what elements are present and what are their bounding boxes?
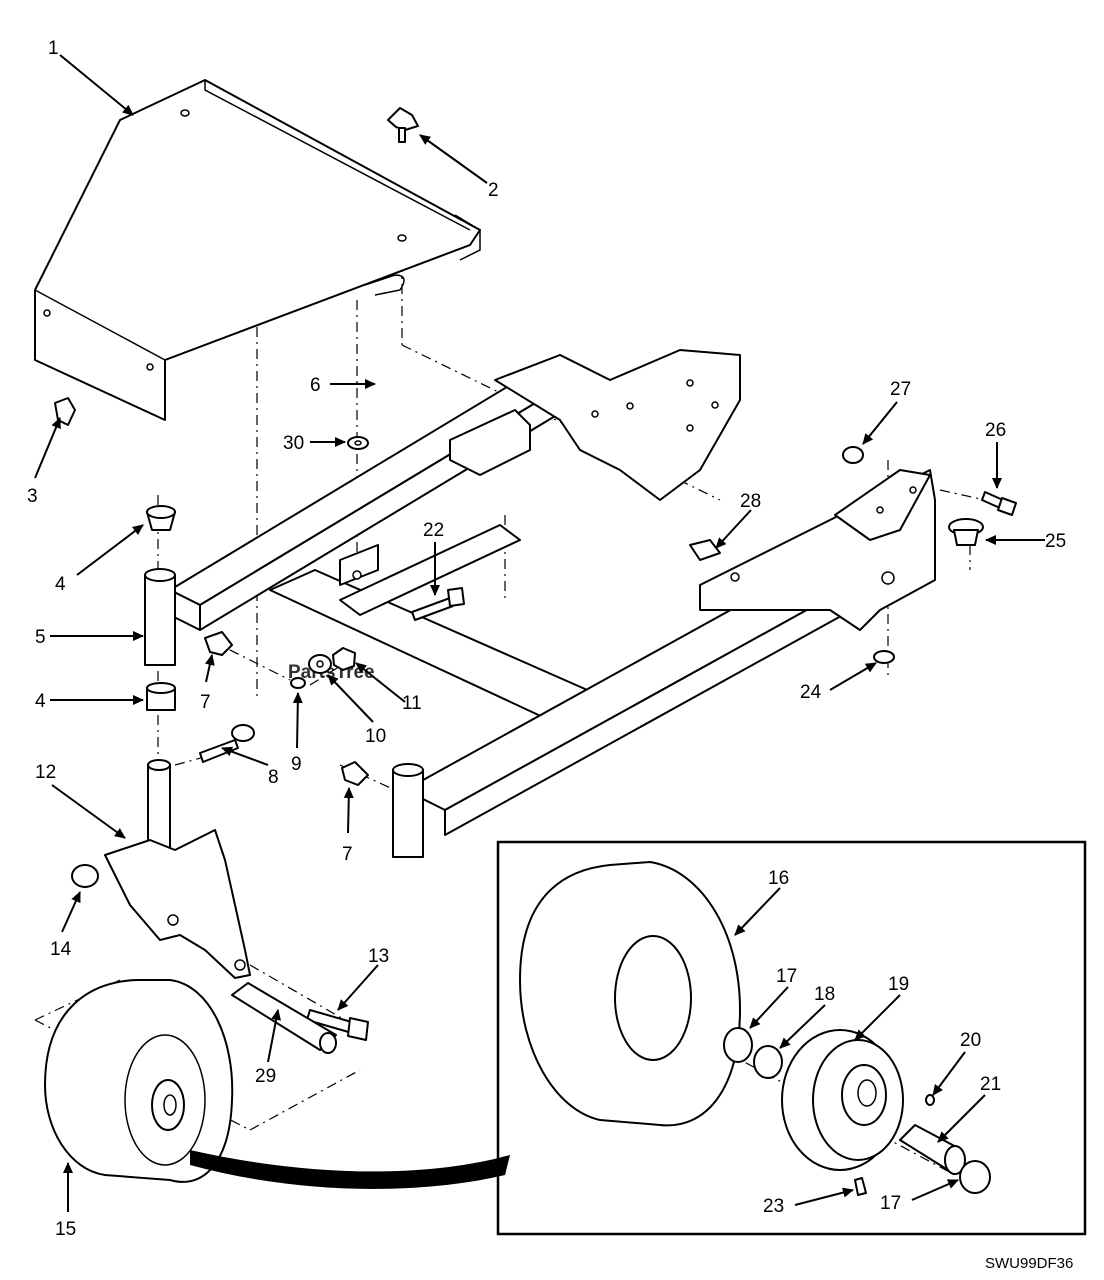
flange-bushing-25: [948, 518, 984, 546]
callout-10: 10: [365, 726, 386, 747]
callout-4-top: 4: [55, 574, 66, 595]
bolt-22: [411, 587, 465, 621]
washer-30: [347, 436, 369, 450]
callout-3: 3: [27, 486, 38, 507]
nut-11: [332, 647, 356, 671]
callout-23: 23: [763, 1196, 784, 1217]
bushing-top: [146, 505, 176, 531]
wheel-15: [44, 979, 234, 1183]
callout-13: 13: [368, 946, 389, 967]
leader-lines: [34, 54, 1045, 1212]
grease-fitting-7a: [204, 631, 233, 656]
callout-7-right: 7: [342, 844, 353, 865]
callout-15: 15: [55, 1219, 76, 1240]
hair-pin: [364, 274, 405, 296]
callout-21: 21: [980, 1074, 1001, 1095]
callout-18: 18: [814, 984, 835, 1005]
callout-16: 16: [768, 868, 789, 889]
flat-washer-10: [308, 654, 332, 674]
callout-14: 14: [50, 939, 72, 960]
callout-4-bottom: 4: [35, 691, 46, 712]
bushing-bottom: [146, 682, 176, 711]
callout-11: 11: [402, 693, 422, 714]
bolt-26: [981, 491, 1017, 516]
wing-knob: [387, 107, 419, 143]
callout-6: 6: [310, 375, 321, 396]
callout-26: 26: [985, 420, 1006, 441]
cap-27: [842, 446, 864, 464]
diagram-code: SWU99DF36: [985, 1255, 1073, 1272]
callout-1: 1: [48, 38, 59, 59]
callout-17-bottom: 17: [880, 1193, 901, 1214]
lynch-pin: [199, 724, 255, 763]
lock-washer-9: [290, 677, 306, 689]
callout-2: 2: [488, 180, 499, 201]
callout-8: 8: [268, 767, 279, 788]
callout-22: 22: [423, 520, 444, 541]
callout-5: 5: [35, 627, 46, 648]
cover-shield: [34, 79, 481, 421]
callout-19: 19: [888, 974, 909, 995]
callout-labels: 1 2 3 4 4 5 6 7 7 8 9 10 11 12 13 14 15 …: [27, 38, 1066, 1240]
callout-9: 9: [291, 754, 302, 775]
caster-fork: [104, 759, 251, 979]
bolt-13: [306, 1009, 369, 1041]
callout-24: 24: [800, 682, 822, 703]
callout-28: 28: [740, 491, 761, 512]
spacer-29: [231, 982, 337, 1054]
callout-30: 30: [283, 433, 304, 454]
caster-frame: [144, 349, 936, 858]
grease-fitting-7b: [341, 761, 369, 786]
wheel-detail-inset: [190, 840, 1087, 1236]
snap-ring-24: [873, 650, 895, 664]
clip-28: [689, 539, 721, 561]
callout-12: 12: [35, 762, 56, 783]
callout-25: 25: [1045, 531, 1066, 552]
callout-27: 27: [890, 379, 911, 400]
grease-fitting-14: [71, 864, 99, 888]
callout-20: 20: [960, 1030, 981, 1051]
callout-29: 29: [255, 1066, 276, 1087]
callout-7-left: 7: [200, 692, 211, 713]
callout-17-top: 17: [776, 966, 797, 987]
